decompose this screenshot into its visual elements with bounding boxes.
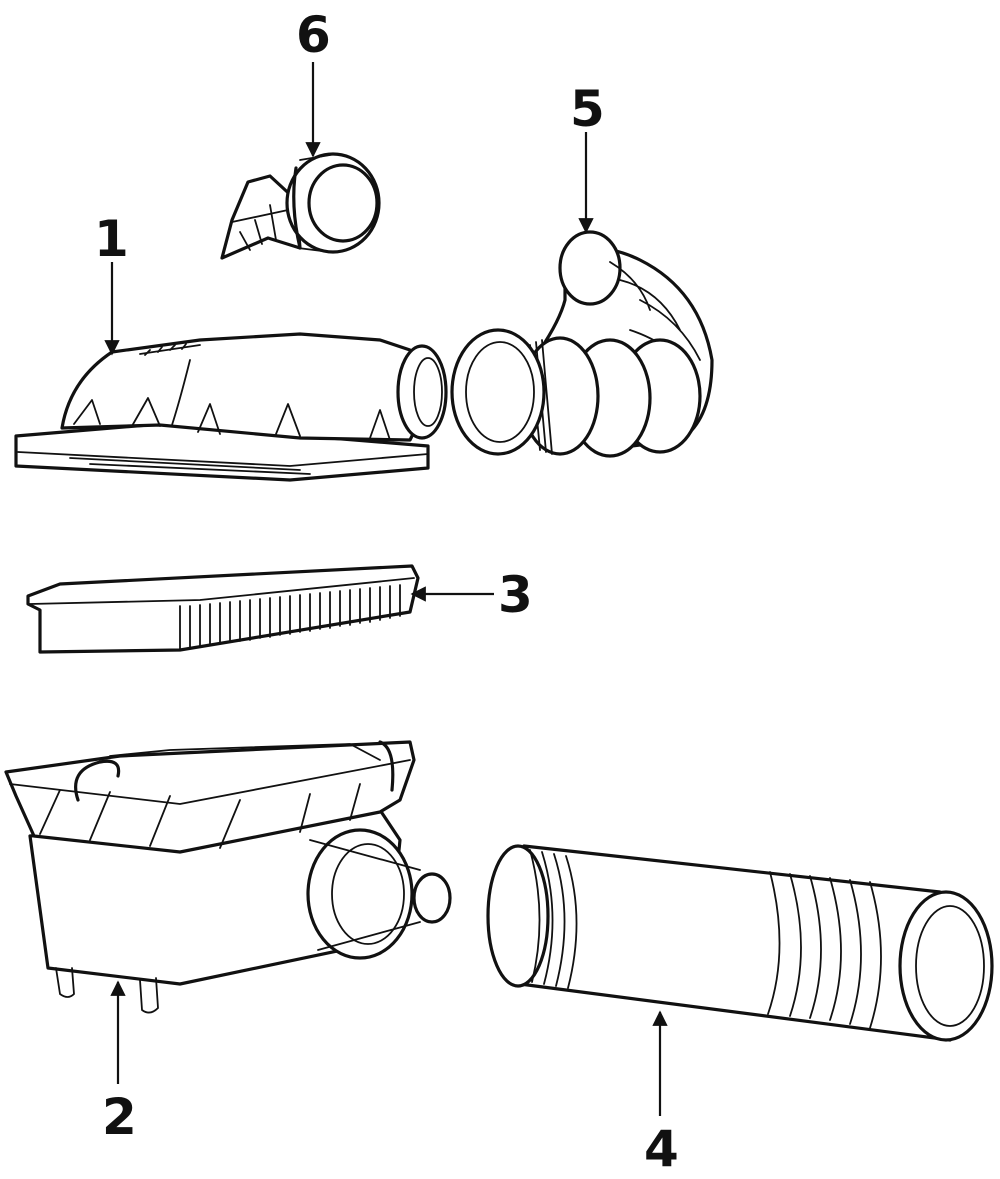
callout-6: 6 (296, 6, 331, 64)
part-2-lower-housing (4, 740, 452, 1014)
callout-5: 5 (570, 80, 605, 138)
part-5-bent-intake-hose (450, 230, 714, 458)
part-3-filter-element (26, 564, 420, 654)
part-6-elbow-adapter (220, 152, 381, 260)
part-1-upper-housing (14, 332, 448, 482)
callout-3: 3 (498, 566, 533, 624)
callout-2: 2 (102, 1088, 137, 1146)
callout-4: 4 (644, 1120, 679, 1178)
callout-1: 1 (94, 210, 129, 268)
part-4-corrugated-duct (486, 844, 994, 1042)
